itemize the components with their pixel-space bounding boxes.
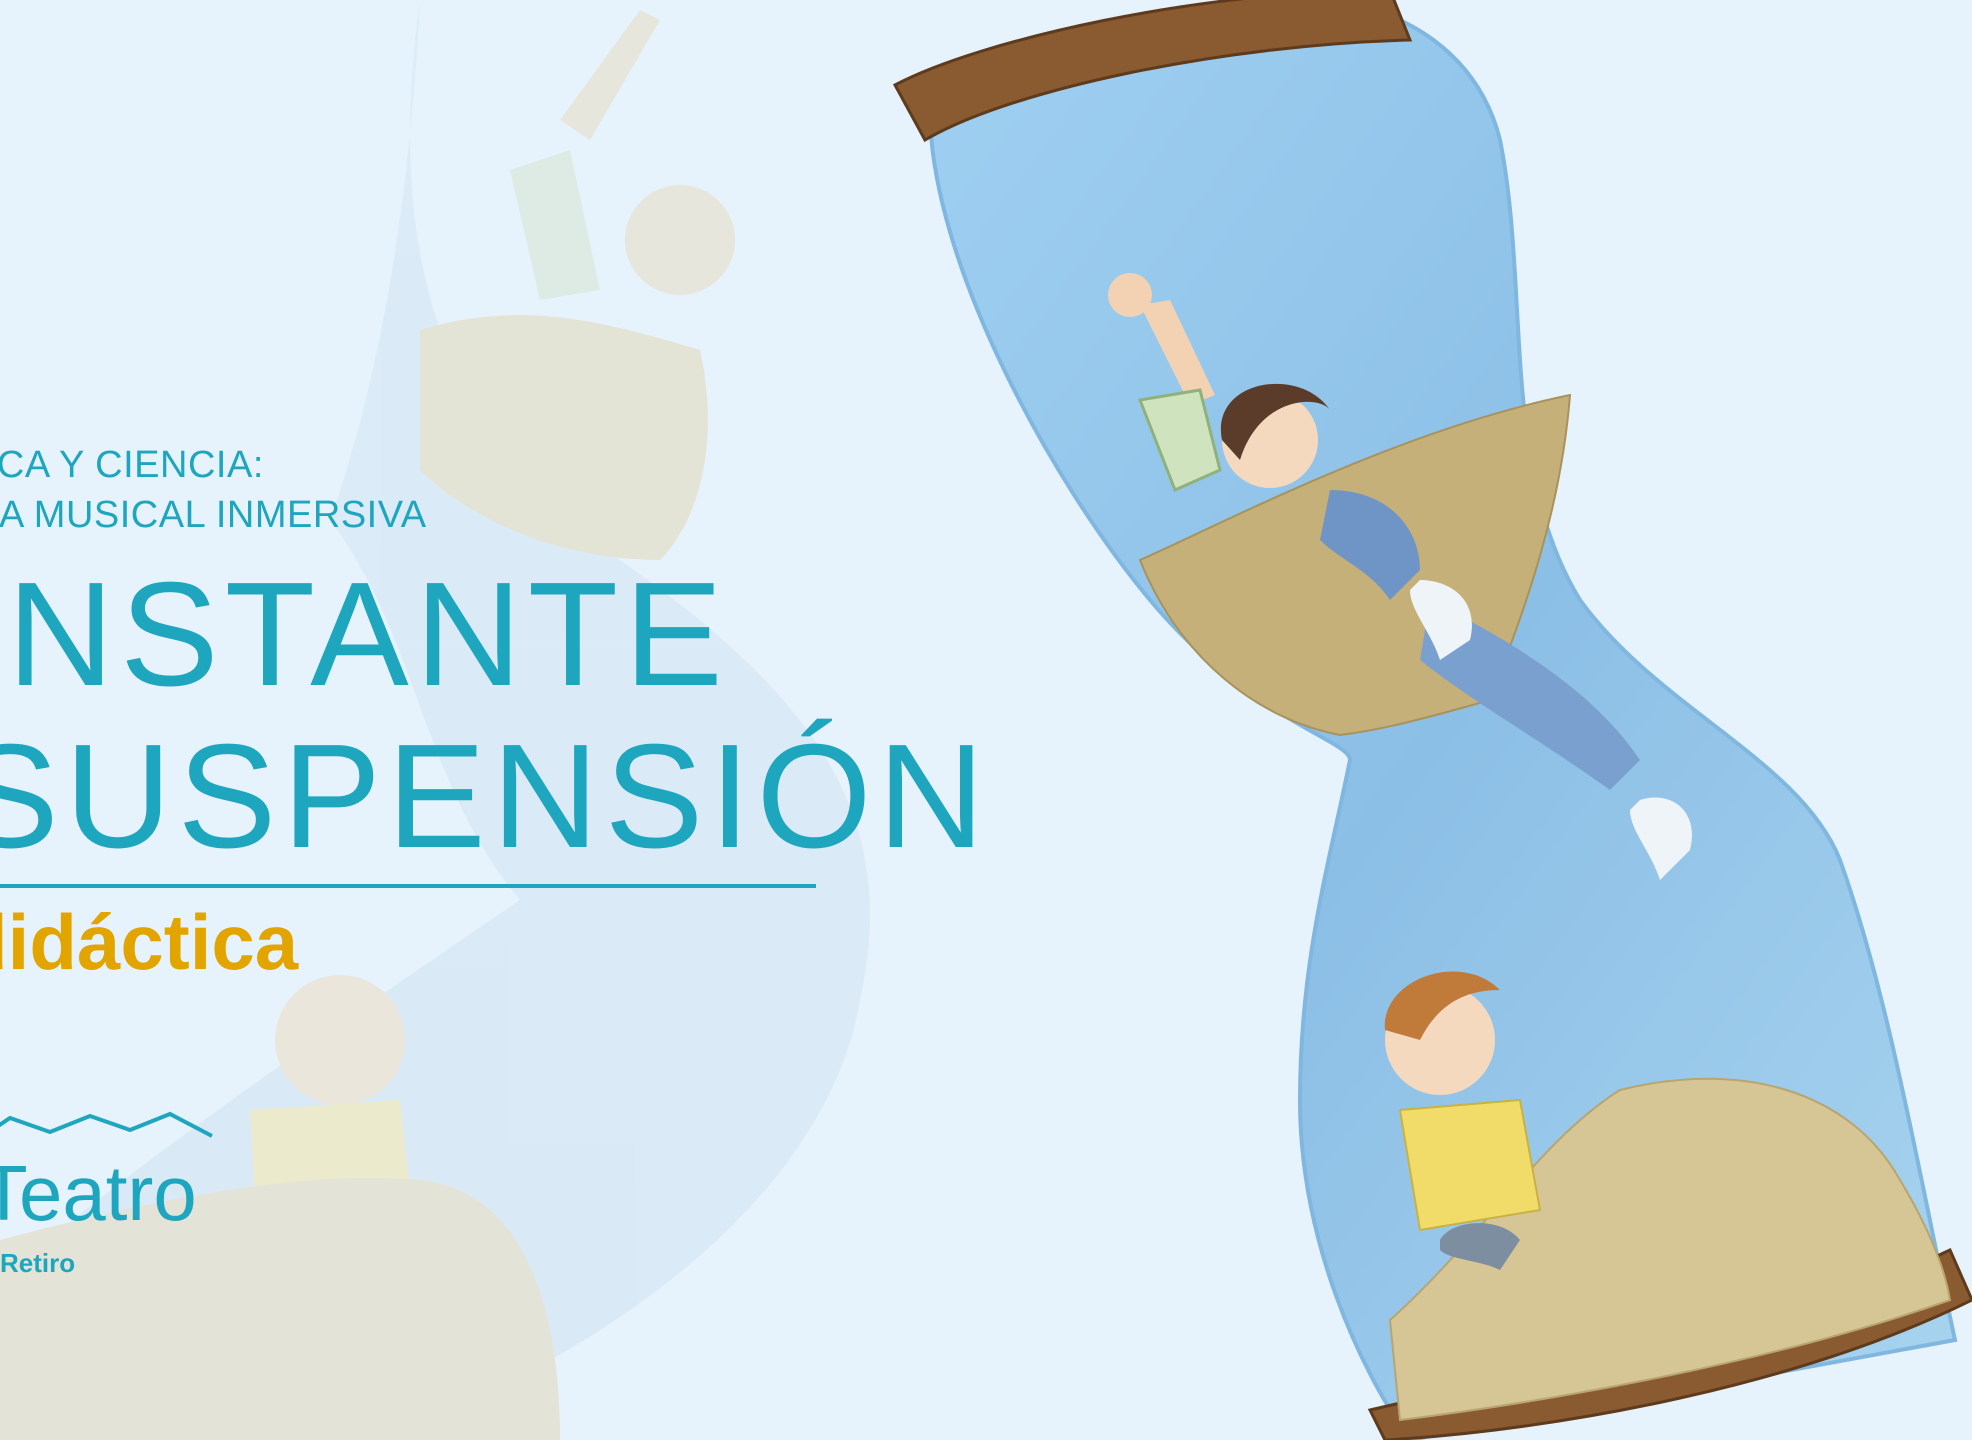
logo-word: Teatro: [0, 1149, 197, 1237]
roofline-icon: [0, 1111, 213, 1138]
subtitle-line-1: SICA Y CIENCIA:: [0, 444, 264, 486]
title-divider: [0, 884, 816, 888]
teatro-retiro-logo: Teatro Retiro: [0, 1108, 240, 1288]
title-line-1: INSTANTE: [0, 552, 729, 717]
event-subtitle: SICA Y CIENCIA: CIA MUSICAL INMERSIVA: [0, 440, 960, 540]
ghost-hourglass: [0, 0, 870, 1440]
event-text: SICA Y CIENCIA: CIA MUSICAL INMERSIVA IN…: [0, 440, 991, 992]
guide-label: didáctica: [0, 898, 299, 986]
title-line-2: SUSPENSIÓN: [0, 714, 991, 879]
subtitle-line-2: CIA MUSICAL INMERSIVA: [0, 494, 427, 536]
logo-sub: Retiro: [0, 1248, 76, 1278]
event-title: INSTANTE SUSPENSIÓN: [0, 552, 991, 879]
main-hourglass: [892, 0, 1972, 1440]
